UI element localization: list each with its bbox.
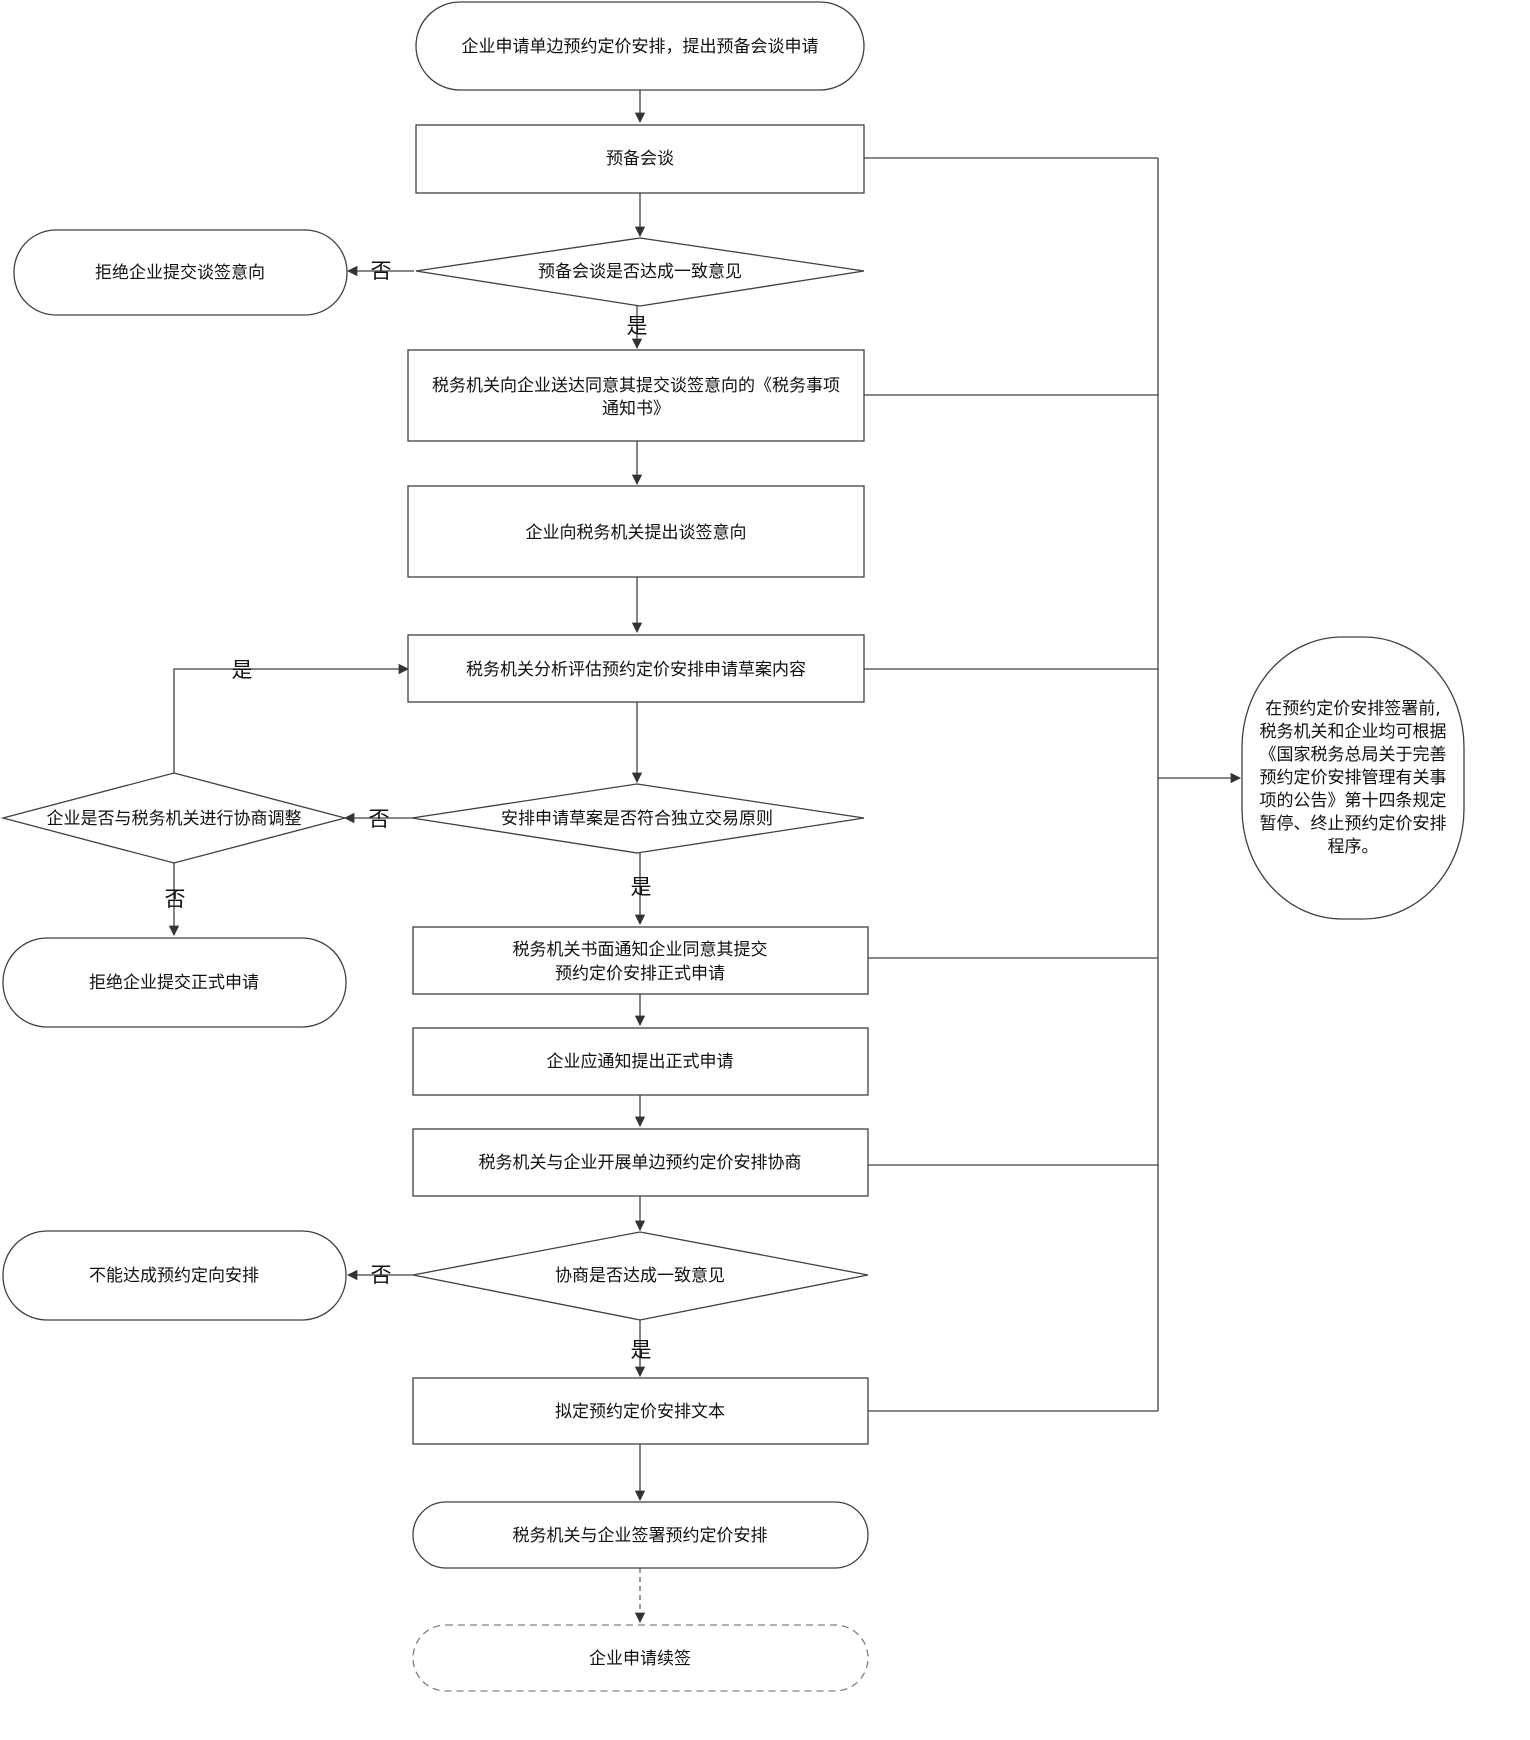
node-analyze-draft: 税务机关分析评估预约定价安排申请草案内容 bbox=[407, 634, 865, 703]
terminal-renew-label: 企业申请续签 bbox=[589, 1649, 691, 1669]
node-prep-meeting-label: 预备会谈 bbox=[606, 149, 674, 169]
decision-negotiate-agree: 协商是否达成一致意见 bbox=[412, 1231, 869, 1321]
label-no-2: 否 bbox=[369, 807, 390, 831]
node-negotiate: 税务机关与企业开展单边预约定价安排协商 bbox=[412, 1128, 869, 1197]
label-yes-3: 是 bbox=[631, 1338, 652, 1362]
terminal-renew: 企业申请续签 bbox=[412, 1624, 869, 1692]
label-no-3: 否 bbox=[371, 1263, 392, 1287]
terminal-sign-label: 税务机关与企业签署预约定价安排 bbox=[513, 1526, 768, 1546]
node-submit-intent-label: 企业向税务机关提出谈签意向 bbox=[526, 523, 747, 543]
side-note-line7: 程序。 bbox=[1328, 837, 1379, 857]
side-note-line6: 暂停、终止预约定价安排 bbox=[1260, 814, 1447, 834]
node-formal-app: 企业应通知提出正式申请 bbox=[412, 1027, 869, 1096]
node-draft-text-label: 拟定预约定价安排文本 bbox=[555, 1402, 725, 1422]
decision-prep-agree: 预备会谈是否达成一致意见 bbox=[415, 237, 865, 307]
node-analyze-draft-label: 税务机关分析评估预约定价安排申请草案内容 bbox=[466, 660, 806, 680]
connectors bbox=[168, 90, 1242, 1624]
decision-consult-adjust-label: 企业是否与税务机关进行协商调整 bbox=[47, 809, 302, 829]
node-negotiate-label: 税务机关与企业开展单边预约定价安排协商 bbox=[479, 1153, 802, 1173]
terminal-reject-formal-label: 拒绝企业提交正式申请 bbox=[89, 973, 259, 993]
label-yes-consult: 是 bbox=[232, 658, 253, 682]
side-note: 在预约定价安排签署前, 税务机关和企业均可根据 《国家税务总局关于完善 预约定价… bbox=[1241, 636, 1465, 920]
node-tax-notice-line2: 通知书》 bbox=[602, 399, 670, 419]
terminal-reject-intent-label: 拒绝企业提交谈签意向 bbox=[95, 263, 265, 283]
side-note-line2: 税务机关和企业均可根据 bbox=[1260, 722, 1447, 742]
terminal-reject-formal: 拒绝企业提交正式申请 bbox=[2, 937, 347, 1028]
side-note-line3: 《国家税务总局关于完善 bbox=[1260, 745, 1447, 765]
decision-arm-length-label: 安排申请草案是否符合独立交易原则 bbox=[501, 809, 773, 829]
node-written-notice: 税务机关书面通知企业同意其提交 预约定价安排正式申请 bbox=[412, 926, 869, 995]
label-yes-1: 是 bbox=[627, 314, 648, 338]
side-note-line1: 在预约定价安排签署前, bbox=[1265, 699, 1440, 719]
node-tax-notice-line1: 税务机关向企业送达同意其提交谈签意向的《税务事项 bbox=[432, 376, 840, 396]
label-no-1: 否 bbox=[371, 259, 392, 283]
terminal-cannot-reach: 不能达成预约定向安排 bbox=[2, 1230, 347, 1321]
terminal-reject-intent: 拒绝企业提交谈签意向 bbox=[13, 229, 348, 316]
node-formal-app-label: 企业应通知提出正式申请 bbox=[547, 1052, 734, 1072]
node-tax-notice: 税务机关向企业送达同意其提交谈签意向的《税务事项 通知书》 bbox=[407, 349, 865, 442]
node-draft-text: 拟定预约定价安排文本 bbox=[412, 1377, 869, 1445]
label-yes-2: 是 bbox=[631, 875, 652, 899]
label-no-consult: 否 bbox=[165, 887, 186, 911]
decision-consult-adjust: 企业是否与税务机关进行协商调整 bbox=[0, 772, 348, 864]
node-start-label: 企业申请单边预约定价安排，提出预备会谈申请 bbox=[462, 37, 819, 57]
decision-negotiate-agree-label: 协商是否达成一致意见 bbox=[555, 1266, 725, 1286]
edge-labels: 否 是 是 否 否 是 否 是 bbox=[165, 259, 652, 1362]
node-submit-intent: 企业向税务机关提出谈签意向 bbox=[407, 485, 865, 578]
decision-arm-length: 安排申请草案是否符合独立交易原则 bbox=[411, 783, 865, 854]
node-written-notice-line2: 预约定价安排正式申请 bbox=[555, 964, 725, 984]
node-written-notice-line1: 税务机关书面通知企业同意其提交 bbox=[513, 940, 768, 960]
edge-consult-yes bbox=[173, 663, 410, 773]
node-prep-meeting: 预备会谈 bbox=[415, 124, 865, 194]
decision-prep-agree-label: 预备会谈是否达成一致意见 bbox=[538, 262, 742, 282]
node-start: 企业申请单边预约定价安排，提出预备会谈申请 bbox=[415, 1, 865, 91]
terminal-sign: 税务机关与企业签署预约定价安排 bbox=[412, 1501, 869, 1569]
side-note-line4: 预约定价安排管理有关事 bbox=[1260, 768, 1447, 788]
terminal-cannot-reach-label: 不能达成预约定向安排 bbox=[89, 1266, 259, 1286]
side-note-line5: 项的公告》第十四条规定 bbox=[1260, 791, 1447, 811]
